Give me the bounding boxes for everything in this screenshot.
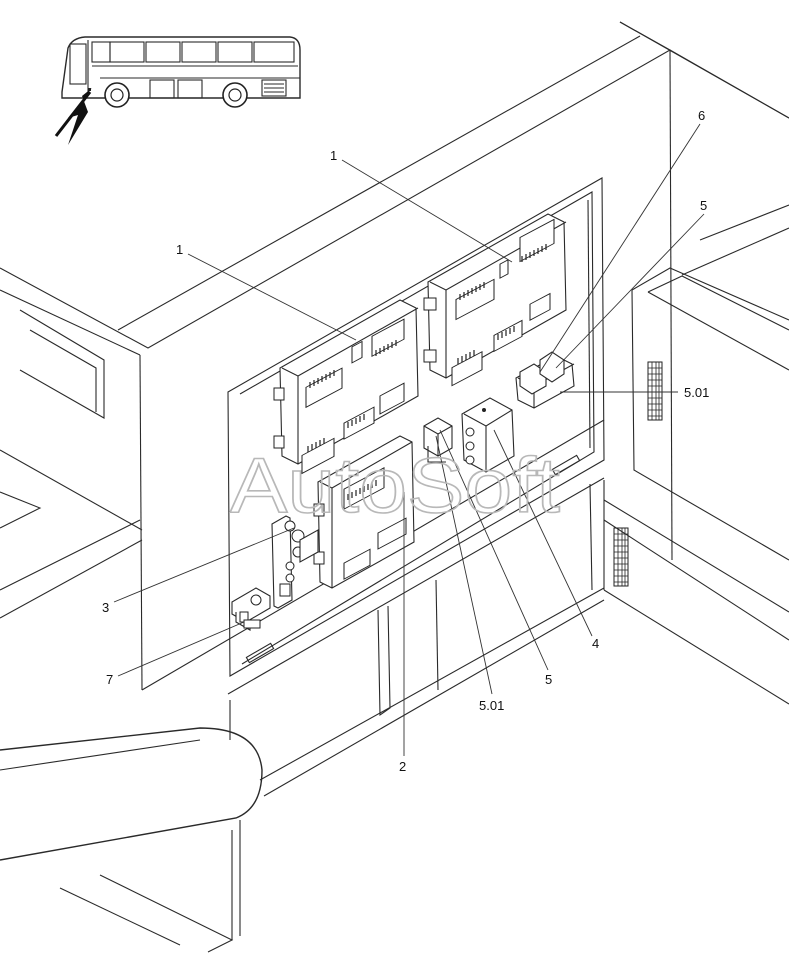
callout-5-01-right: 5.01 [684,385,709,400]
callout-2: 2 [399,759,406,774]
relay-holder-lower [423,417,453,463]
central-module-left [273,299,419,475]
battery-switch [231,587,271,631]
callout-6: 6 [698,108,705,123]
watermark-text: AutoSoft [230,441,560,529]
leader-lines [113,123,705,756]
callout-5-01-bottom: 5.01 [479,698,504,713]
relay-block [461,397,515,473]
vent-grille-upper [647,361,663,421]
callout-5-bottom: 5 [545,672,552,687]
bus-thumbnail [54,36,301,145]
callout-7: 7 [106,672,113,687]
callout-5-right: 5 [700,198,707,213]
cabinet-structure [0,21,789,953]
location-arrow-icon [68,88,92,145]
connector-bracket [271,515,319,609]
callout-3: 3 [102,600,109,615]
relay-holder-upper [515,351,575,409]
central-module-right [423,213,567,387]
callout-1-left: 1 [176,242,183,257]
vent-grille-lower [613,527,629,587]
lower-module [313,435,415,589]
callout-1-top: 1 [330,148,337,163]
callout-4: 4 [592,636,599,651]
